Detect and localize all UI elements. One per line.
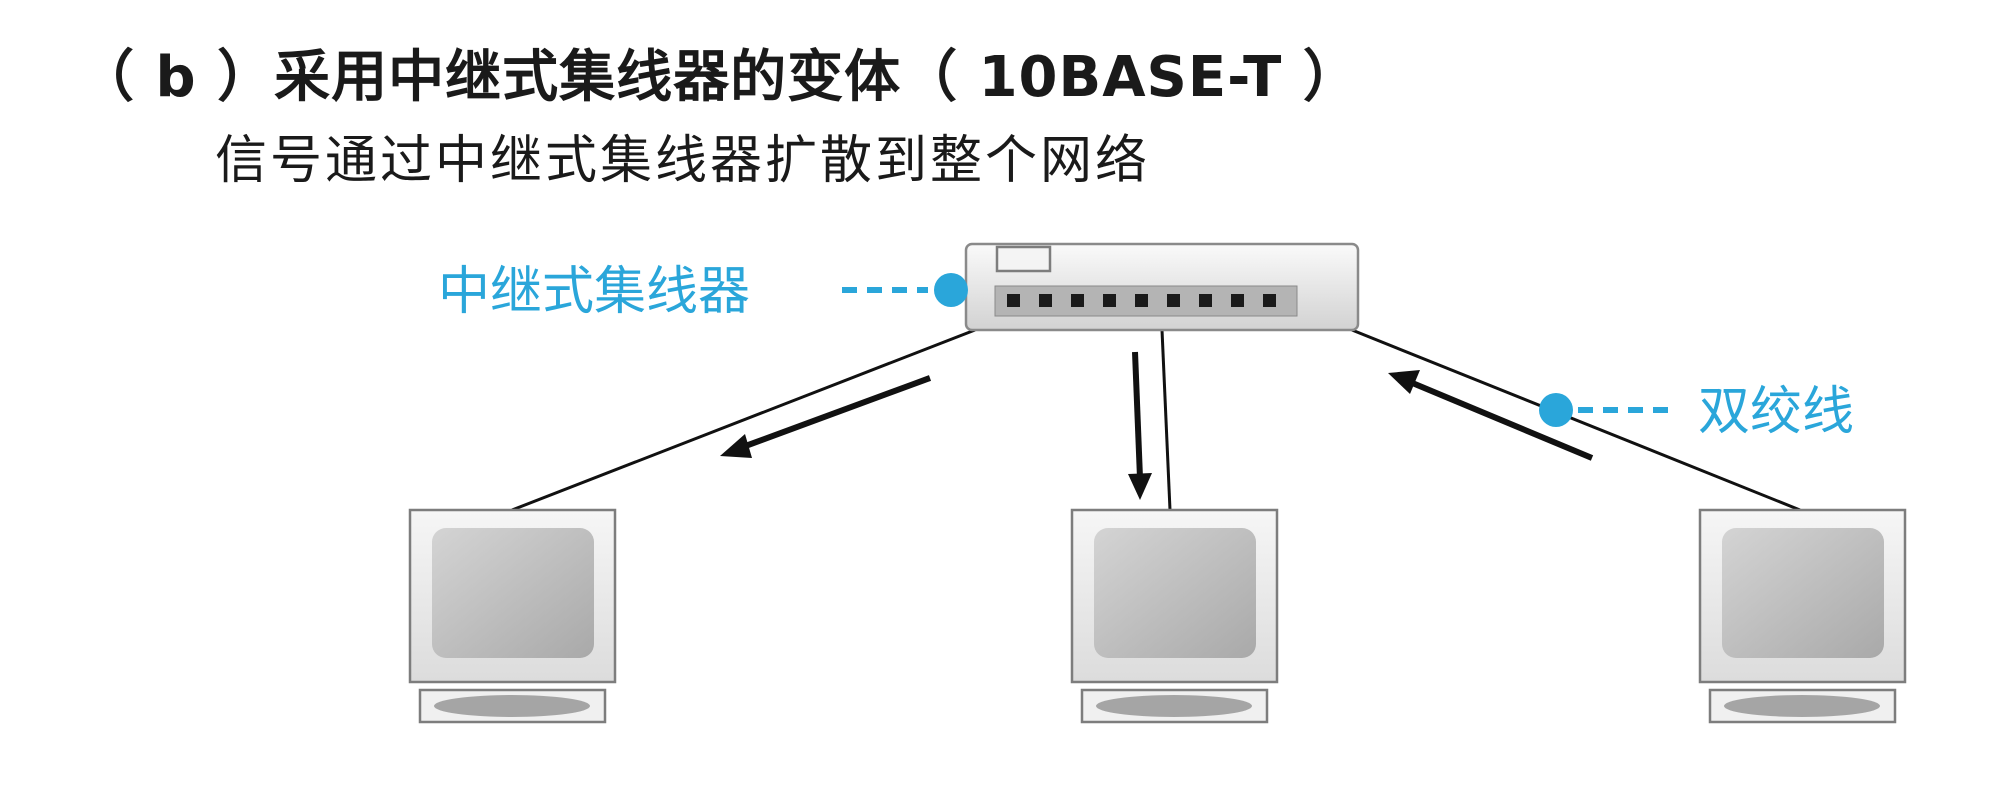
hub-port xyxy=(1007,294,1020,307)
hub-callout-dot xyxy=(934,273,968,307)
monitor-screen xyxy=(1722,528,1884,658)
hub-label: 中继式集线器 xyxy=(438,262,750,322)
arrow-to-middle-pc xyxy=(1128,351,1152,500)
cable-middle xyxy=(1160,329,1172,511)
figure-title: （ b ）采用中继式集线器的变体（ 10BASE-T ） xyxy=(78,45,1360,110)
arrow-from-right-pc xyxy=(1388,370,1594,461)
hub-port xyxy=(1039,294,1052,307)
repeater-hub xyxy=(964,242,1360,332)
cable-right xyxy=(1351,328,1801,512)
hub-ports xyxy=(1007,294,1276,307)
arrow-to-left-pc xyxy=(720,375,932,458)
hub-port xyxy=(1263,294,1276,307)
figure-subtitle: 信号通过中继式集线器扩散到整个网络 xyxy=(215,131,1151,191)
monitor-stand-base xyxy=(434,695,590,717)
hub-callout: 中继式集线器 xyxy=(438,262,968,322)
hub-port xyxy=(1231,294,1244,307)
cable-callout: 双绞线 xyxy=(1539,382,1854,442)
computer-left xyxy=(408,508,617,724)
hub-port xyxy=(1199,294,1212,307)
hub-port xyxy=(1103,294,1116,307)
monitor-stand-base xyxy=(1096,695,1252,717)
cable-label: 双绞线 xyxy=(1698,382,1854,442)
hub-port xyxy=(1135,294,1148,307)
cable-callout-dot xyxy=(1539,393,1573,427)
hub-indicator-panel xyxy=(995,245,1052,273)
hub-port xyxy=(1071,294,1084,307)
monitor-stand-base xyxy=(1724,695,1880,717)
monitor-screen xyxy=(1094,528,1256,658)
hub-port xyxy=(1167,294,1180,307)
computer-middle xyxy=(1070,508,1279,724)
signal-arrows xyxy=(720,351,1594,500)
computer-right xyxy=(1698,508,1907,724)
cable-left xyxy=(511,328,976,512)
monitor-screen xyxy=(432,528,594,658)
cables xyxy=(511,328,1801,512)
